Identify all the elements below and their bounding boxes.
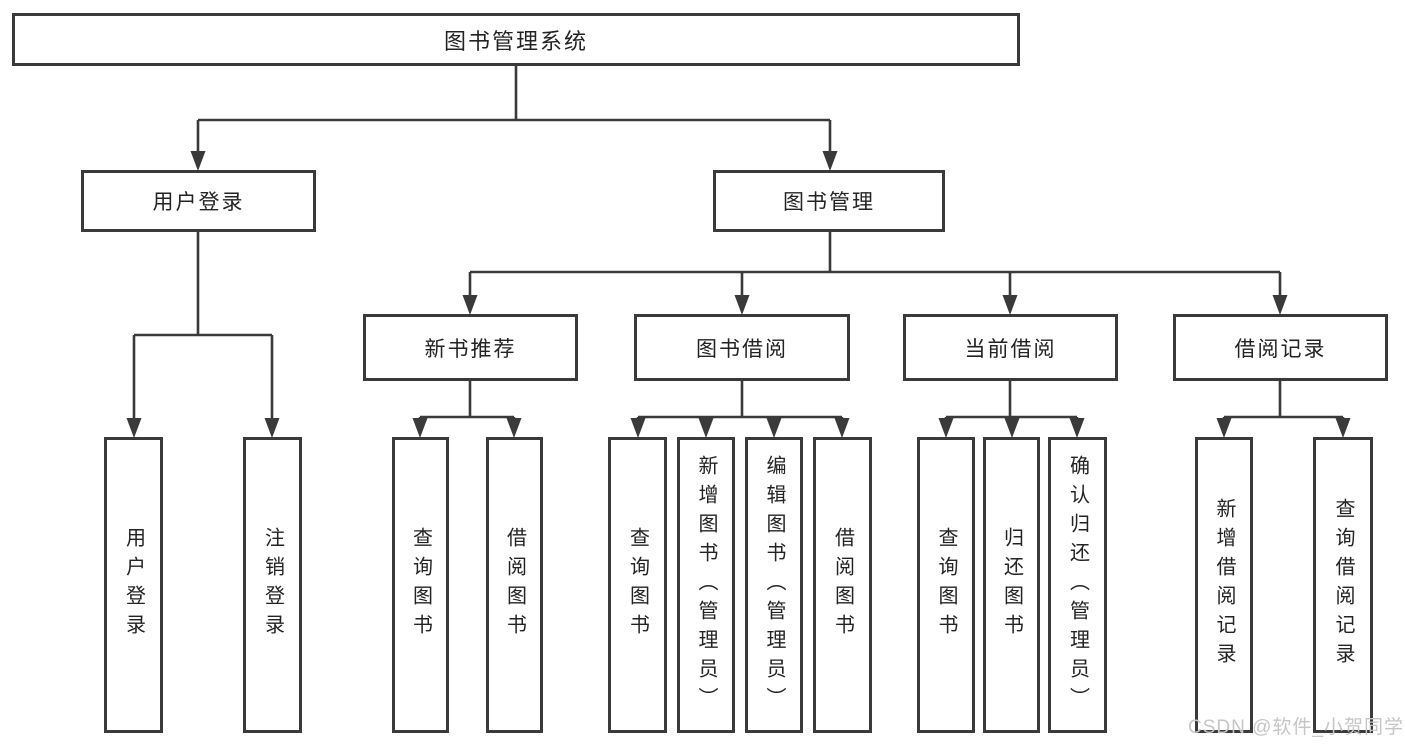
leaf-label: 归还图书 bbox=[1000, 527, 1023, 643]
leaf-borrow-books-recommend: 借阅图书 bbox=[486, 437, 543, 733]
node-user-login-label: 用户登录 bbox=[152, 191, 245, 214]
node-book-management-label: 图书管理 bbox=[783, 191, 875, 214]
leaf-add-books-admin: 新增图书（管理员） bbox=[677, 437, 735, 733]
leaf-label: 查询图书 bbox=[935, 527, 957, 643]
node-borrowing-records-label: 借阅记录 bbox=[1234, 337, 1327, 361]
leaf-label: 编辑图书（管理员） bbox=[763, 454, 785, 716]
leaf-label: 注销登录 bbox=[261, 527, 284, 643]
node-book-borrowing-label: 图书借阅 bbox=[696, 337, 788, 361]
node-root: 图书管理系统 bbox=[12, 13, 1020, 66]
leaf-label: 查询借阅记录 bbox=[1332, 498, 1354, 672]
leaf-query-borrow-record: 查询借阅记录 bbox=[1313, 437, 1373, 733]
node-user-login: 用户登录 bbox=[81, 170, 316, 232]
leaf-label: 查询图书 bbox=[626, 527, 649, 643]
leaf-query-books-current: 查询图书 bbox=[917, 437, 975, 733]
leaf-label: 新增借阅记录 bbox=[1213, 498, 1235, 672]
leaf-query-books-recommend: 查询图书 bbox=[392, 437, 449, 733]
node-borrowing-records: 借阅记录 bbox=[1173, 314, 1388, 381]
node-book-management: 图书管理 bbox=[713, 170, 945, 232]
leaf-label: 借阅图书 bbox=[831, 527, 854, 643]
leaf-label: 确认归还（管理员） bbox=[1066, 454, 1089, 716]
node-current-borrowing-label: 当前借阅 bbox=[964, 337, 1057, 361]
leaf-borrow-books-borrowing: 借阅图书 bbox=[813, 437, 872, 733]
node-root-label: 图书管理系统 bbox=[443, 28, 588, 54]
node-new-book-recommend: 新书推荐 bbox=[363, 314, 578, 381]
leaf-logout: 注销登录 bbox=[243, 437, 302, 733]
leaf-label: 用户登录 bbox=[122, 527, 145, 643]
leaf-edit-books-admin: 编辑图书（管理员） bbox=[745, 437, 803, 733]
node-current-borrowing: 当前借阅 bbox=[903, 314, 1118, 381]
leaf-label: 查询图书 bbox=[409, 527, 432, 643]
leaf-query-books-borrowing: 查询图书 bbox=[608, 437, 667, 733]
leaf-add-borrow-record: 新增借阅记录 bbox=[1195, 437, 1253, 733]
node-book-borrowing: 图书借阅 bbox=[634, 314, 850, 381]
leaf-label: 新增图书（管理员） bbox=[695, 454, 717, 716]
leaf-confirm-return-admin: 确认归还（管理员） bbox=[1048, 437, 1107, 733]
csdn-watermark: CSDN @软件_小贺同学 bbox=[1188, 717, 1404, 738]
leaf-user-login: 用户登录 bbox=[104, 437, 163, 733]
leaf-return-books: 归还图书 bbox=[983, 437, 1040, 733]
leaf-label: 借阅图书 bbox=[503, 527, 526, 643]
node-new-book-recommend-label: 新书推荐 bbox=[424, 337, 517, 361]
